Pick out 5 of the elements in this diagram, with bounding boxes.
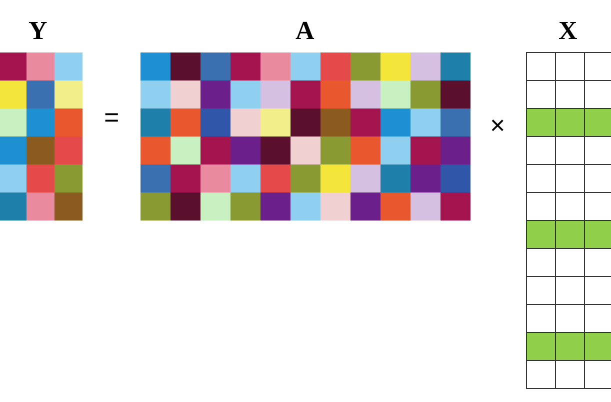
equals-sign: = <box>104 104 120 130</box>
matrix-label: Y <box>28 18 48 44</box>
matrix-label: X <box>558 18 578 44</box>
multiply-sign: × <box>490 112 506 138</box>
matrix-label: A <box>296 18 314 44</box>
